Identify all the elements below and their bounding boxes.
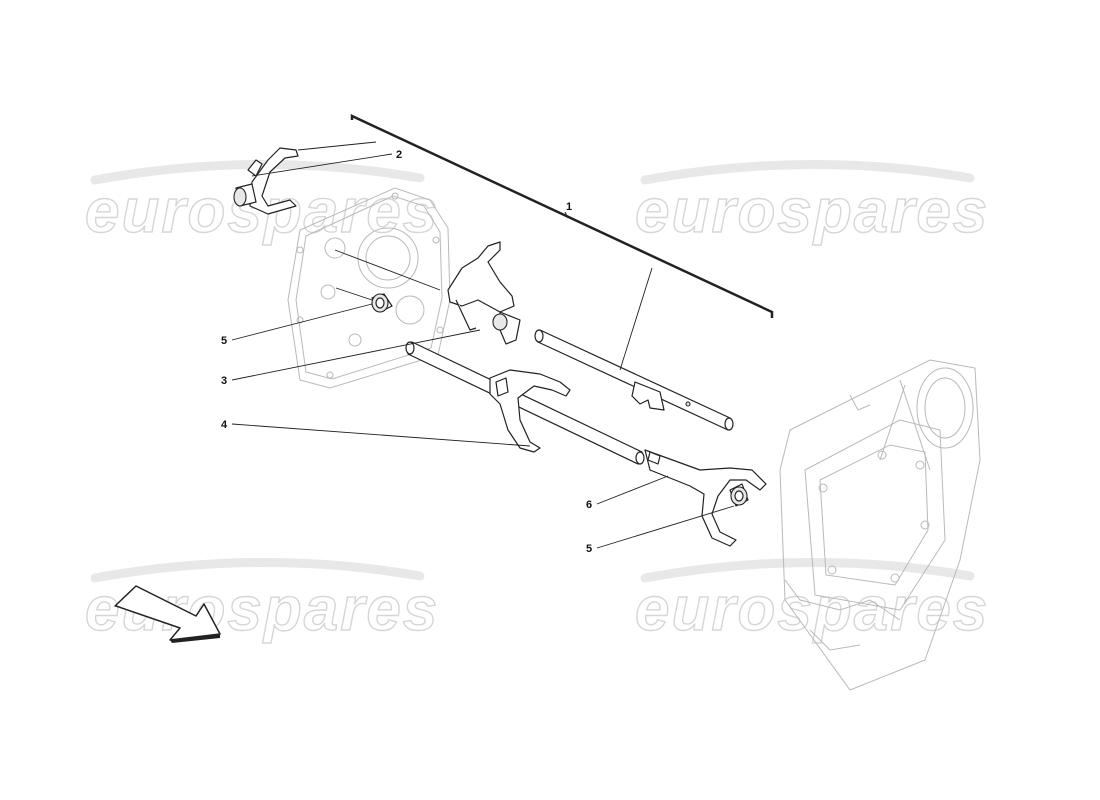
selector-fork-2 — [233, 147, 299, 215]
watermark-top-right: eurospares — [634, 159, 989, 247]
callout-3: 3 — [221, 375, 227, 387]
watermark-bottom-right: eurospares — [634, 557, 989, 645]
gearbox-casing — [779, 359, 981, 691]
watermark-text: eurospares — [635, 575, 989, 644]
bushing-5-left — [371, 293, 393, 313]
selector-rod-1 — [534, 329, 734, 431]
selector-fork-center — [447, 241, 521, 345]
callout-6: 6 — [586, 499, 592, 511]
callout-1: 1 — [566, 201, 572, 213]
bushing-5-right — [729, 483, 749, 507]
watermark-text: eurospares — [635, 177, 989, 246]
selector-fork-6 — [644, 449, 767, 547]
callout-2: 2 — [396, 149, 402, 161]
selector-rod-2 — [405, 341, 645, 465]
leader-lines — [231, 141, 735, 549]
assembly-bracket — [350, 114, 774, 318]
selector-fork-4 — [489, 369, 571, 453]
gearbox-cover-plate — [287, 187, 451, 389]
callout-5-left: 5 — [221, 335, 227, 347]
direction-arrow-icon — [114, 585, 221, 643]
callout-4: 4 — [221, 419, 228, 431]
callout-labels: 1 2 5 3 4 6 5 — [221, 149, 592, 555]
callout-5-right: 5 — [586, 543, 592, 555]
